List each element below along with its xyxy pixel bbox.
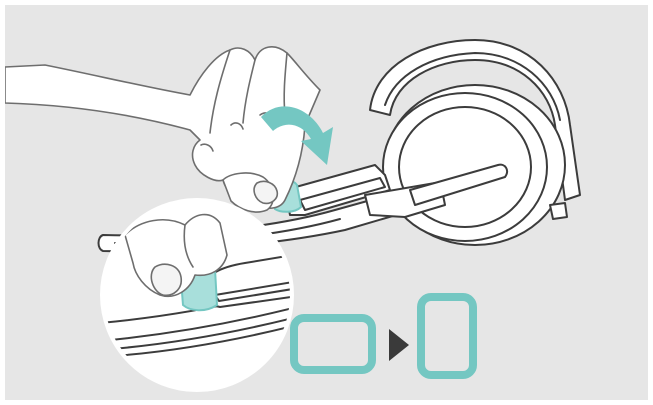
play-arrow-icon [389, 329, 409, 361]
illustration-canvas [5, 5, 648, 400]
landscape-orientation-icon [294, 318, 372, 370]
instruction-illustration [5, 5, 648, 400]
portrait-orientation-icon [421, 297, 473, 375]
earcup [383, 93, 547, 241]
orientation-sequence [294, 297, 473, 375]
